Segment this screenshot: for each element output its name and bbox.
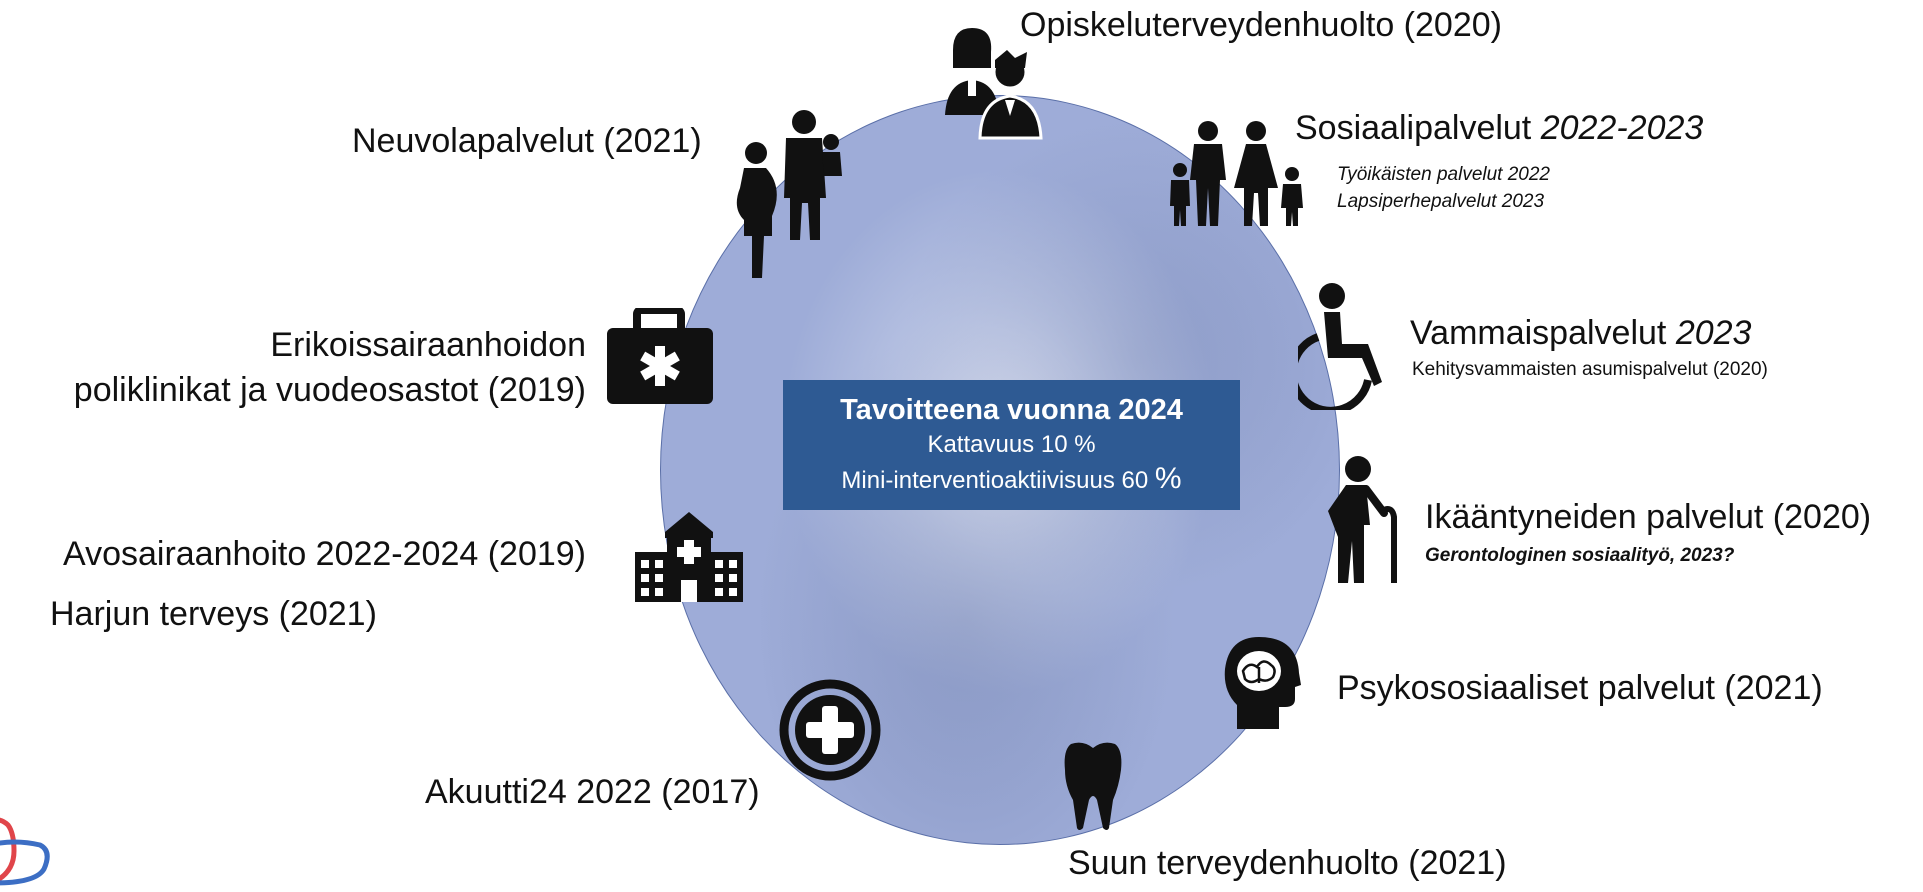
head-brain-icon [1223, 635, 1303, 730]
medical-cross-icon [778, 678, 882, 782]
label-erikois-1: Erikoissairaanhoidon [270, 326, 586, 364]
label-sosiaali-sub1: Työikäisten palvelut 2022 [1337, 164, 1550, 185]
goal-intervention: Mini-interventioaktiivisuus 60 % [841, 462, 1182, 495]
goal-title: Tavoitteena vuonna 2024 [840, 394, 1183, 426]
hospital-building-icon [633, 510, 745, 602]
label-psyko: Psykososiaaliset palvelut (2021) [1337, 669, 1823, 707]
label-sosiaali: Sosiaalipalvelut 2022-2023 [1295, 109, 1704, 147]
label-vammais: Vammaispalvelut 2023 [1410, 314, 1752, 352]
label-harju: Harjun terveys (2021) [50, 595, 377, 633]
label-akuutti: Akuutti24 2022 (2017) [425, 773, 760, 811]
label-opiskelu: Opiskeluterveydenhuolto (2020) [1020, 6, 1502, 44]
medical-bag-icon [605, 308, 715, 406]
wheelchair-icon [1298, 282, 1393, 410]
elderly-person-icon [1318, 455, 1400, 585]
label-sosiaali-sub2: Lapsiperhepalvelut 2023 [1337, 191, 1545, 212]
label-ikaantyneet: Ikääntyneiden palvelut (2020) [1425, 498, 1872, 536]
label-erikois-2: poliklinikat ja vuodeosastot (2019) [73, 371, 586, 409]
goal-box: Tavoitteena vuonna 2024 Kattavuus 10 % M… [783, 380, 1240, 510]
family-icon [1168, 118, 1313, 226]
goal-coverage: Kattavuus 10 % [927, 431, 1096, 458]
organization-logo [0, 815, 60, 892]
label-neuvola: Neuvolapalvelut (2021) [352, 122, 702, 160]
label-ikaantyneet-sub: Gerontologinen sosiaalityö, 2023? [1425, 545, 1735, 566]
tooth-icon [1063, 740, 1123, 832]
label-vammais-sub: Kehitysvammaisten asumispalvelut (2020) [1412, 359, 1768, 380]
label-avosairaan: Avosairaanhoito 2022-2024 (2019) [63, 535, 586, 573]
pregnant-family-icon [728, 108, 843, 278]
students-icon [935, 20, 1045, 140]
label-suu: Suun terveydenhuolto (2021) [1068, 844, 1507, 882]
